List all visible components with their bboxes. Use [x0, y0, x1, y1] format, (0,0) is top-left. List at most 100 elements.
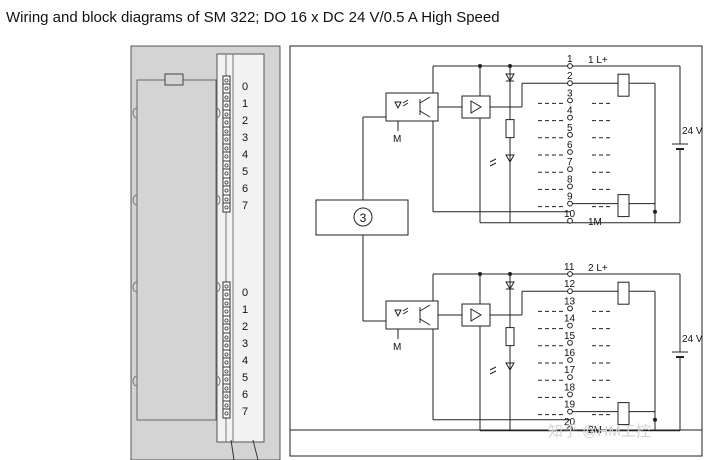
terminal-screw — [567, 322, 573, 329]
resistor — [505, 327, 515, 347]
channel-led — [222, 340, 231, 351]
channel-led — [222, 374, 231, 385]
led-dot — [224, 146, 229, 151]
terminal-number: 16 — [564, 348, 576, 359]
amplifier — [461, 303, 491, 327]
terminal-number: 8 — [567, 174, 573, 185]
led-dot — [224, 369, 229, 374]
terminal-number: 7 — [567, 157, 573, 168]
terminal-number: 6 — [567, 140, 573, 151]
channel-led — [222, 134, 231, 145]
voltage-label: 24 V — [682, 126, 703, 137]
led-dot — [224, 171, 229, 176]
channel-label: 3 — [242, 132, 248, 144]
channel-led — [222, 151, 231, 162]
terminal-number: 13 — [564, 296, 576, 307]
led-dot — [224, 78, 229, 83]
terminal-number: 19 — [564, 400, 576, 411]
status-led-icon — [505, 362, 515, 372]
led-dot — [224, 197, 229, 202]
ground-label: M — [393, 134, 401, 145]
channel-led — [222, 168, 231, 179]
optocoupler — [385, 300, 439, 330]
channel-label: 7 — [242, 200, 248, 212]
terminal-number: 3 — [567, 88, 573, 99]
terminal-number: 11 — [564, 262, 575, 273]
led-dot — [224, 335, 229, 340]
optocoupler — [385, 92, 439, 122]
zener-diode-icon — [505, 281, 515, 291]
light-arrow-icon — [489, 158, 497, 167]
channel-led — [222, 83, 231, 94]
channel-label: 1 — [242, 304, 248, 316]
channel-led — [222, 306, 231, 317]
channel-led — [222, 323, 231, 334]
terminal-screw — [567, 357, 573, 363]
terminal-number: 5 — [567, 123, 573, 134]
light-arrow-icon — [489, 366, 497, 375]
channel-label: 4 — [242, 355, 248, 367]
load-relay — [617, 194, 630, 218]
light-arrow-icon — [402, 99, 409, 107]
led-dot — [224, 292, 229, 297]
junction-dot — [653, 417, 657, 422]
circle-marker — [353, 207, 373, 227]
load-relay — [617, 281, 630, 305]
junction-dot — [653, 209, 657, 214]
led-dot — [224, 120, 229, 125]
terminal-number: 17 — [564, 365, 576, 376]
led-diode-icon — [394, 309, 402, 318]
terminal-number: 9 — [567, 192, 573, 203]
led-dot — [224, 394, 229, 399]
terminal-screw — [567, 339, 573, 346]
circle-label: 3 — [360, 211, 367, 225]
load-relay — [617, 73, 630, 97]
terminal-number: 15 — [564, 331, 576, 342]
voltage-label: 24 V — [682, 334, 703, 345]
terminal-number: 20 — [564, 417, 576, 428]
channel-led — [222, 185, 231, 196]
light-arrow-icon — [402, 307, 409, 315]
channel-label: 2 — [242, 115, 248, 127]
led-dot — [224, 112, 229, 117]
load-relay — [617, 402, 630, 426]
channel-label: 6 — [242, 183, 248, 195]
supply-positive-label: 2 L+ — [588, 263, 608, 274]
led-dot — [224, 103, 229, 108]
channel-label: 1 — [242, 98, 248, 110]
led-dot — [224, 326, 229, 331]
led-dot — [224, 352, 229, 357]
channel-label: 4 — [242, 149, 248, 161]
terminal-screw — [567, 131, 573, 138]
channel-led — [222, 357, 231, 368]
status-led-icon — [505, 154, 515, 164]
channel-label: 6 — [242, 389, 248, 401]
terminal-screw — [567, 97, 573, 104]
terminal-number: 2 — [567, 71, 573, 82]
led-dot — [224, 386, 229, 391]
amplifier-icon — [470, 308, 482, 322]
terminal-number: 12 — [564, 279, 576, 290]
led-dot — [224, 301, 229, 306]
led-dot — [224, 188, 229, 193]
channel-label: 0 — [242, 81, 248, 93]
channel-label: 2 — [242, 321, 248, 333]
channel-led — [222, 202, 231, 213]
led-dot — [224, 154, 229, 159]
diagram-title: Wiring and block diagrams of SM 322; DO … — [6, 9, 500, 26]
terminal-screw — [567, 217, 573, 224]
led-dot — [224, 163, 229, 168]
led-dot — [224, 403, 229, 408]
led-dot — [224, 205, 229, 210]
channel-led — [222, 117, 231, 128]
led-dot — [224, 180, 229, 185]
terminal-number: 18 — [564, 382, 576, 393]
watermark: 知乎 @HM工控 — [548, 423, 651, 440]
terminal-screw — [567, 305, 573, 312]
terminal-screw — [567, 374, 573, 381]
supply-positive-label: 1 L+ — [588, 55, 608, 66]
ground-label: M — [393, 342, 401, 353]
